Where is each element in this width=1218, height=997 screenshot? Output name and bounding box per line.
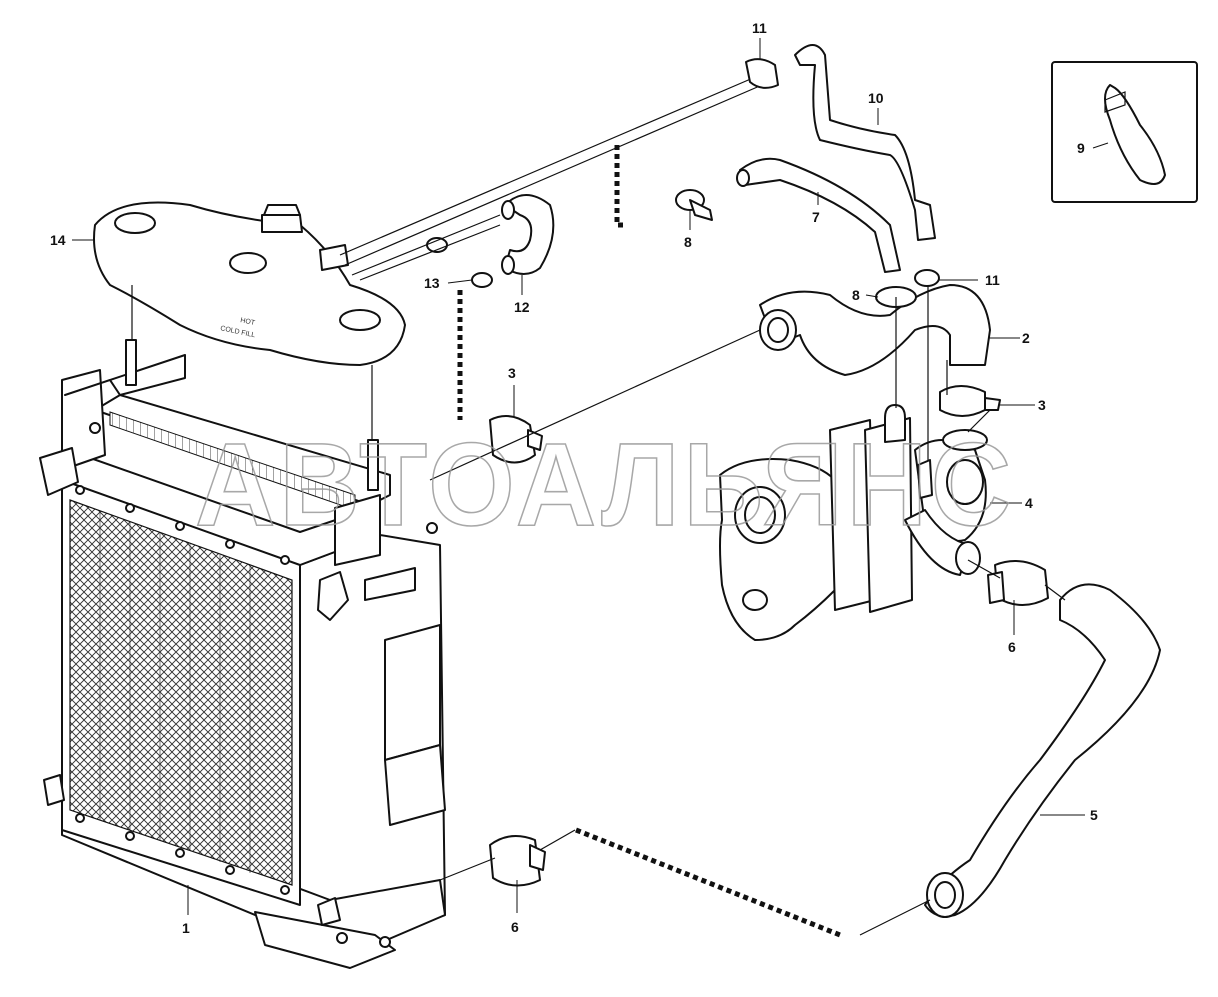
- clamp-8-upper: [675, 189, 713, 221]
- callouts: 1 2 3 3 4 5 6 6 7 8 8 9 10: [50, 20, 1109, 936]
- callout-3-left: 3: [508, 365, 516, 381]
- clamp-11-right: [914, 269, 940, 287]
- callout-3-right: 3: [1038, 397, 1046, 413]
- hose-12: [504, 194, 555, 275]
- callout-13: 13: [424, 275, 440, 291]
- expansion-tank: HOT COLD FILL: [93, 201, 406, 366]
- clamp-6-right: [994, 560, 1049, 606]
- callout-10: 10: [868, 90, 884, 106]
- callout-4: 4: [1025, 495, 1033, 511]
- clamp-3-right: [939, 385, 1001, 417]
- radiator: [39, 339, 446, 969]
- callout-8-lower: 8: [852, 287, 860, 303]
- thermostat-housing: [719, 404, 1049, 641]
- callout-8-upper: 8: [684, 234, 692, 250]
- hose-5: [924, 583, 1161, 918]
- clamp-11-top: [745, 58, 779, 89]
- callout-9: 9: [1077, 140, 1085, 156]
- callout-11-top: 11: [752, 20, 767, 36]
- hose-2: [759, 284, 991, 376]
- clamp-6-lower: [489, 835, 546, 887]
- callout-12: 12: [514, 299, 530, 315]
- cable-tie-inset: [1051, 61, 1198, 203]
- callout-5: 5: [1090, 807, 1098, 823]
- tank-hot-text: HOT: [240, 317, 257, 327]
- callout-6-lower: 6: [511, 919, 519, 935]
- callout-1: 1: [182, 920, 190, 936]
- callout-14: 14: [50, 232, 66, 248]
- callout-7: 7: [812, 209, 820, 225]
- watermark: АВТОАЛЬЯНС: [195, 419, 1015, 551]
- callout-2: 2: [1022, 330, 1030, 346]
- hose-7: [739, 157, 901, 273]
- callout-11-right: 11: [985, 272, 1000, 288]
- clamp-3-left: [489, 415, 543, 464]
- callout-6-right: 6: [1008, 639, 1016, 655]
- hose-10: [794, 44, 936, 241]
